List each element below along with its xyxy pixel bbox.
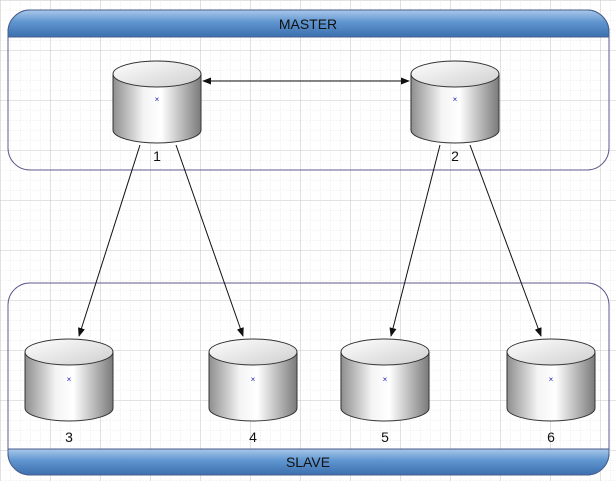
database-icon xyxy=(112,74,202,144)
database-icon xyxy=(410,74,500,144)
center-mark: × xyxy=(383,375,388,384)
master-group-label: MASTER xyxy=(279,16,337,32)
database-top xyxy=(112,60,202,88)
edge-1-3[interactable] xyxy=(78,144,141,337)
center-mark: × xyxy=(549,375,554,384)
database-icon xyxy=(506,352,596,422)
node-label: 3 xyxy=(65,429,73,445)
node-label: 6 xyxy=(547,429,555,445)
center-mark: × xyxy=(67,375,72,384)
center-mark: × xyxy=(251,375,256,384)
center-mark: × xyxy=(155,95,160,104)
node-label: 4 xyxy=(249,429,257,445)
edge-1-4[interactable] xyxy=(175,144,244,337)
node-2-database[interactable]: × 2 xyxy=(410,60,500,164)
node-label: 1 xyxy=(153,148,161,164)
node-6-database[interactable]: × 6 xyxy=(506,338,596,445)
database-icon xyxy=(208,352,298,422)
edge-2-6[interactable] xyxy=(469,144,542,337)
slave-group[interactable]: SLAVE xyxy=(7,282,610,476)
node-5-database[interactable]: × 5 xyxy=(340,338,430,445)
node-3-database[interactable]: × 3 xyxy=(24,338,114,445)
node-1-database[interactable]: × 1 xyxy=(112,60,202,164)
database-top xyxy=(410,60,500,88)
node-label: 5 xyxy=(381,429,389,445)
slave-header-band xyxy=(7,448,610,476)
edge-2-5[interactable] xyxy=(389,144,441,337)
master-group[interactable]: MASTER xyxy=(7,9,610,171)
node-4-database[interactable]: × 4 xyxy=(208,338,298,445)
database-top xyxy=(340,338,430,366)
database-icon xyxy=(340,352,430,422)
database-top xyxy=(208,338,298,366)
edges xyxy=(78,77,542,337)
node-label: 2 xyxy=(451,148,459,164)
database-top xyxy=(24,338,114,366)
database-icon xyxy=(24,352,114,422)
slave-group-label: SLAVE xyxy=(286,454,330,470)
center-mark: × xyxy=(453,95,458,104)
master-header-band xyxy=(7,9,610,38)
database-top xyxy=(506,338,596,366)
